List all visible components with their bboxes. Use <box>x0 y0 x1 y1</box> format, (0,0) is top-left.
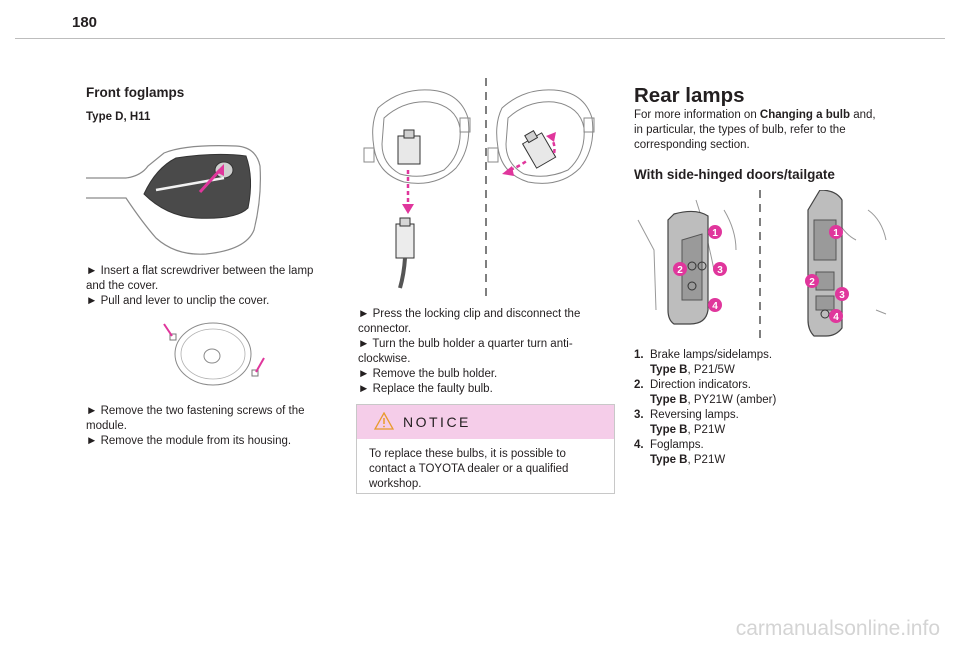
foglamp-cover-illustration <box>86 145 261 255</box>
list-label: Foglamps. <box>650 439 704 451</box>
list-type: Type B <box>650 454 688 466</box>
list-number: 4. <box>634 439 644 451</box>
callout-markers: 1 2 3 4 1 2 3 4 <box>673 225 849 323</box>
marker-3-left: 3 <box>713 262 727 276</box>
watermark-footer: carmanualsonline.info <box>735 617 940 640</box>
notice-title: NOTICE <box>403 414 471 430</box>
page-number: 180 <box>72 14 98 31</box>
list-spec: , P21/5W <box>687 364 735 376</box>
marker-1-left: 1 <box>708 225 722 239</box>
step-press-clip: ► Press the locking clip and disconnect … <box>358 308 581 335</box>
module-steps: ► Remove the two fastening screws of the… <box>86 404 326 449</box>
rear-lamp-illustration: 1 2 3 4 1 2 3 4 <box>637 190 887 342</box>
notice-text: To replace these bulbs, it is possible t… <box>369 448 569 490</box>
notice-box: NOTICE To replace these bulbs, it is pos… <box>356 404 615 494</box>
step-remove-holder: ► Remove the bulb holder. <box>358 368 498 380</box>
intro-text-start: For more information on <box>634 109 760 121</box>
list-type: Type B <box>650 424 688 436</box>
bulb-holder-illustration <box>363 78 595 300</box>
cover-steps: ► Insert a flat screwdriver between the … <box>86 264 326 309</box>
side-hinged-subheading: With side-hinged doors/tailgate <box>634 167 835 182</box>
front-foglamps-heading: Front foglamps <box>86 85 185 100</box>
list-label: Brake lamps/sidelamps. <box>650 349 773 361</box>
list-spec: , PY21W (amber) <box>687 394 777 406</box>
list-item: 4. Foglamps. Type B, P21W <box>634 438 834 468</box>
list-item: 1. Brake lamps/sidelamps. Type B, P21/5W <box>634 348 834 378</box>
rear-lamps-intro: For more information on Changing a bulb … <box>634 108 884 153</box>
step-remove-screws: ► Remove the two fastening screws of the… <box>86 405 305 432</box>
step-remove-module: ► Remove the module from its housing. <box>86 435 292 447</box>
list-item: 3. Reversing lamps. Type B, P21W <box>634 408 834 438</box>
list-label: Reversing lamps. <box>650 409 739 421</box>
step-pull-lever: ► Pull and lever to unclip the cover. <box>86 295 270 307</box>
bulb-holder-steps: ► Press the locking clip and disconnect … <box>358 307 610 397</box>
marker-label: 1 <box>712 228 718 239</box>
marker-label: 2 <box>809 277 815 288</box>
marker-3-right: 3 <box>835 287 849 301</box>
intro-text-end: and, in particular, the types of bulb, r… <box>634 109 876 151</box>
changing-bulb-reference: Changing a bulb <box>759 109 850 121</box>
marker-label: 4 <box>712 301 718 312</box>
marker-label: 2 <box>677 265 683 276</box>
list-number: 1. <box>634 349 644 361</box>
list-number: 2. <box>634 379 644 391</box>
list-label: Direction indicators. <box>650 379 751 391</box>
list-item: 2. Direction indicators. Type B, PY21W (… <box>634 378 834 408</box>
marker-1-right: 1 <box>829 225 843 239</box>
step-insert-screwdriver: ► Insert a flat screwdriver between the … <box>86 265 314 292</box>
marker-4-left: 4 <box>708 298 722 312</box>
marker-2-right: 2 <box>805 274 819 288</box>
foglamp-module-illustration <box>163 322 265 386</box>
step-replace-bulb: ► Replace the faulty bulb. <box>358 383 493 395</box>
list-type: Type B <box>650 394 688 406</box>
marker-label: 3 <box>839 290 845 301</box>
list-spec: , P21W <box>687 424 726 436</box>
rear-bulb-list: 1. Brake lamps/sidelamps. Type B, P21/5W… <box>634 348 834 468</box>
rear-lamps-heading: Rear lamps <box>634 84 745 107</box>
header-divider <box>15 38 945 39</box>
marker-label: 1 <box>833 228 839 239</box>
marker-label: 3 <box>717 265 723 276</box>
marker-label: 4 <box>833 312 839 323</box>
warning-icon <box>374 412 394 430</box>
step-turn-holder: ► Turn the bulb holder a quarter turn an… <box>358 338 573 365</box>
list-spec: , P21W <box>687 454 726 466</box>
marker-4-right: 4 <box>829 309 843 323</box>
list-number: 3. <box>634 409 644 421</box>
marker-2-left: 2 <box>673 262 687 276</box>
list-type: Type B <box>650 364 688 376</box>
notice-header: NOTICE <box>357 405 614 439</box>
bulb-type-label: Type D, H11 <box>86 111 151 123</box>
